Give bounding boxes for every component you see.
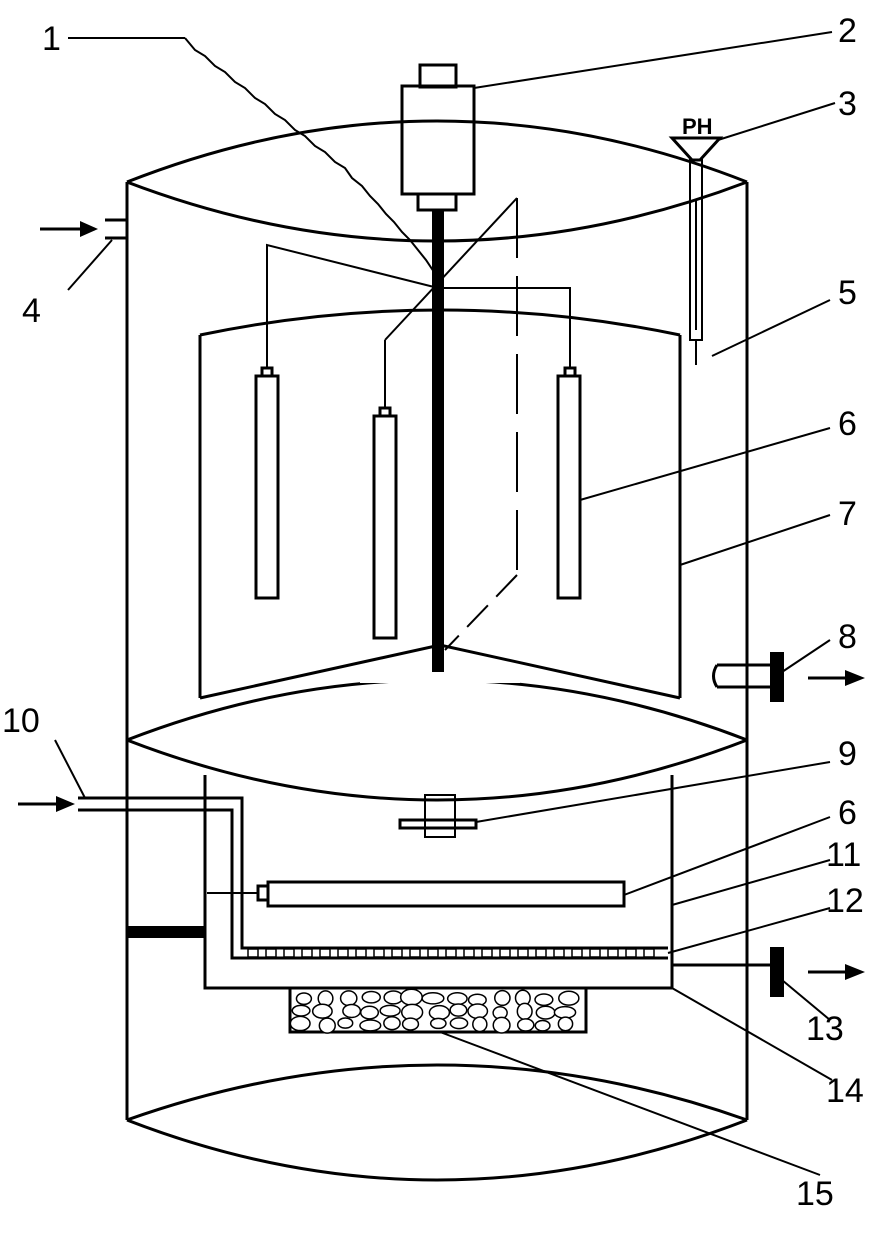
stirring-motor [400,63,476,212]
inlet-4 [40,218,127,240]
label-11: 11 [826,836,861,874]
middle-separator [126,677,748,802]
label-14: 14 [826,1072,864,1110]
leader-lines [54,31,836,1176]
label-12: 12 [826,882,864,920]
label-13: 13 [806,1010,844,1048]
label-7: 7 [838,495,857,533]
label-5: 5 [838,274,857,312]
distribution-plate [247,948,655,958]
electrode-hangers [266,243,571,408]
label-6-upper: 6 [838,405,857,443]
label-1: 1 [42,20,61,58]
number-labels: 1 2 3 4 5 6 7 8 9 10 6 11 12 13 14 15 [2,12,864,1213]
outlet-8 [712,652,865,702]
label-3: 3 [838,85,857,123]
label-10: 10 [2,702,40,740]
inlet-pipe-10 [18,796,668,960]
wire-1 [184,37,435,273]
label-9: 9 [838,735,857,773]
label-8: 8 [838,618,857,656]
agitator-blade [384,197,518,651]
label-4: 4 [22,292,41,330]
ph-text: PH [682,114,713,139]
label-6-lower: 6 [838,794,857,832]
label-15: 15 [796,1175,834,1213]
nozzle-9 [398,794,478,838]
ph-probe: PH [668,114,724,365]
lower-electrode [207,880,626,908]
label-2: 2 [838,12,857,50]
upper-electrodes [254,366,582,640]
stirring-shaft [432,210,444,672]
packing-bed [288,986,588,1034]
outlet-13 [672,947,865,997]
inner-tank [198,308,682,700]
